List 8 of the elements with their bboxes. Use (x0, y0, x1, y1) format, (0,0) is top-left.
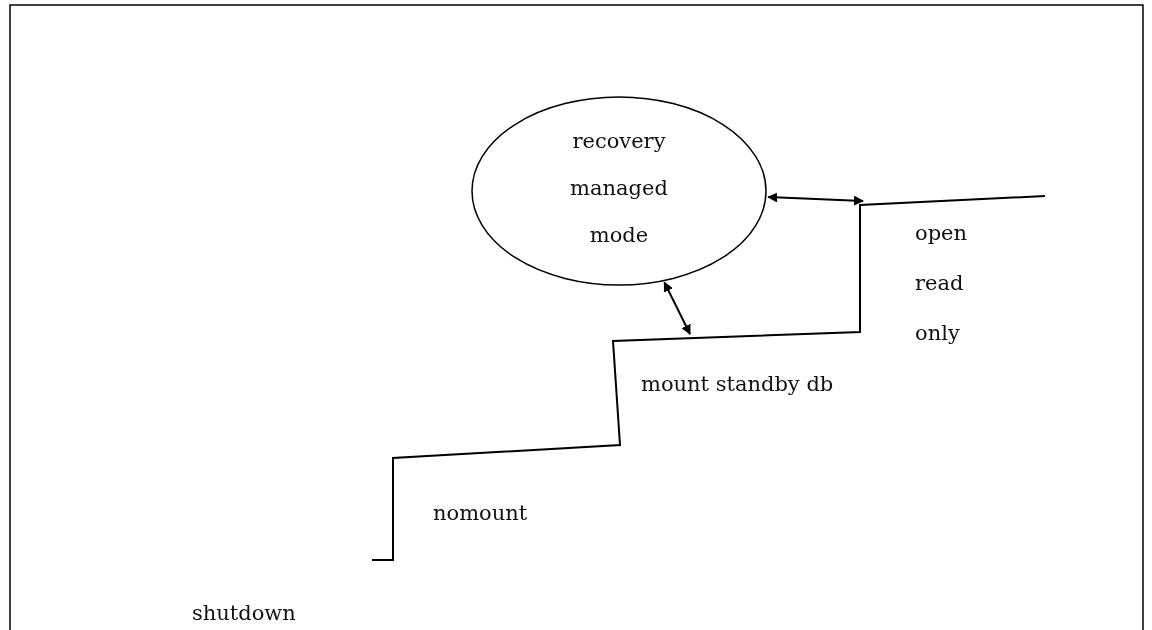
double-arrow (663, 281, 691, 335)
state-label: open read only (915, 220, 969, 347)
state-label: nomount (433, 500, 529, 527)
double-arrow (767, 192, 864, 206)
state-label: recovery managed mode (569, 128, 669, 249)
state-label: mount standby db (641, 371, 835, 398)
state-ellipse (471, 96, 767, 286)
state-label: shutdown (192, 600, 297, 627)
